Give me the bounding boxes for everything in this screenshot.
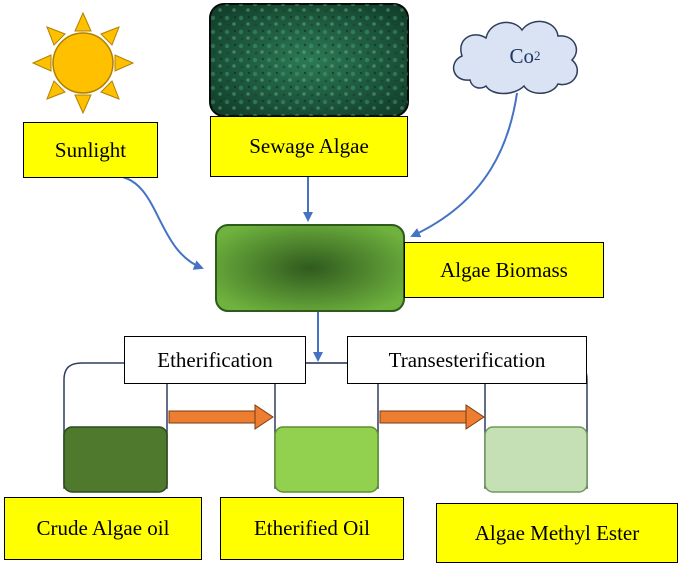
sun-icon xyxy=(31,11,135,115)
flow-arrow-1 xyxy=(168,404,274,430)
algae-methyl-ester-label: Algae Methyl Ester xyxy=(436,503,678,563)
crude-algae-oil-label: Crude Algae oil xyxy=(4,497,202,560)
algae-biomass-block xyxy=(215,224,405,312)
etherified-oil-liquid xyxy=(274,426,379,493)
co2-cloud-icon xyxy=(452,20,578,95)
flow-arrow-2 xyxy=(379,404,485,430)
methyl-ester-liquid xyxy=(484,426,588,493)
sunlight-label: Sunlight xyxy=(23,122,158,178)
co2-subscript: 2 xyxy=(534,48,541,63)
transesterification-label: Transesterification xyxy=(347,336,587,384)
algae-biomass-label: Algae Biomass xyxy=(404,242,604,298)
sewage-algae-label: Sewage Algae xyxy=(210,116,408,177)
co2-text: Co xyxy=(509,43,534,68)
etherification-label: Etherification xyxy=(124,336,306,384)
sunlight-to-biomass-arrow xyxy=(117,175,204,270)
crude-oil-liquid xyxy=(63,426,168,493)
co2-to-biomass-arrow xyxy=(410,92,518,238)
etherified-oil-label: Etherified Oil xyxy=(220,497,404,560)
sewage-algae-image xyxy=(209,3,409,117)
